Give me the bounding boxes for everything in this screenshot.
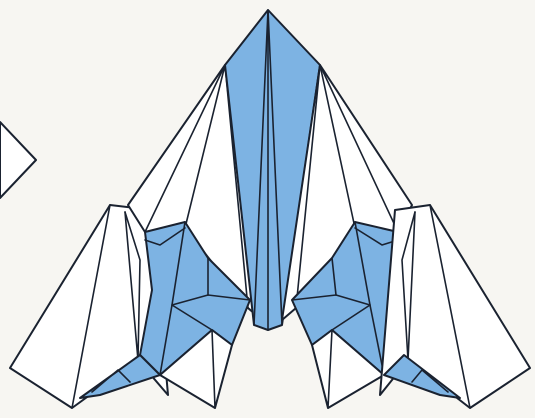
previous-step-fragment (0, 122, 36, 198)
